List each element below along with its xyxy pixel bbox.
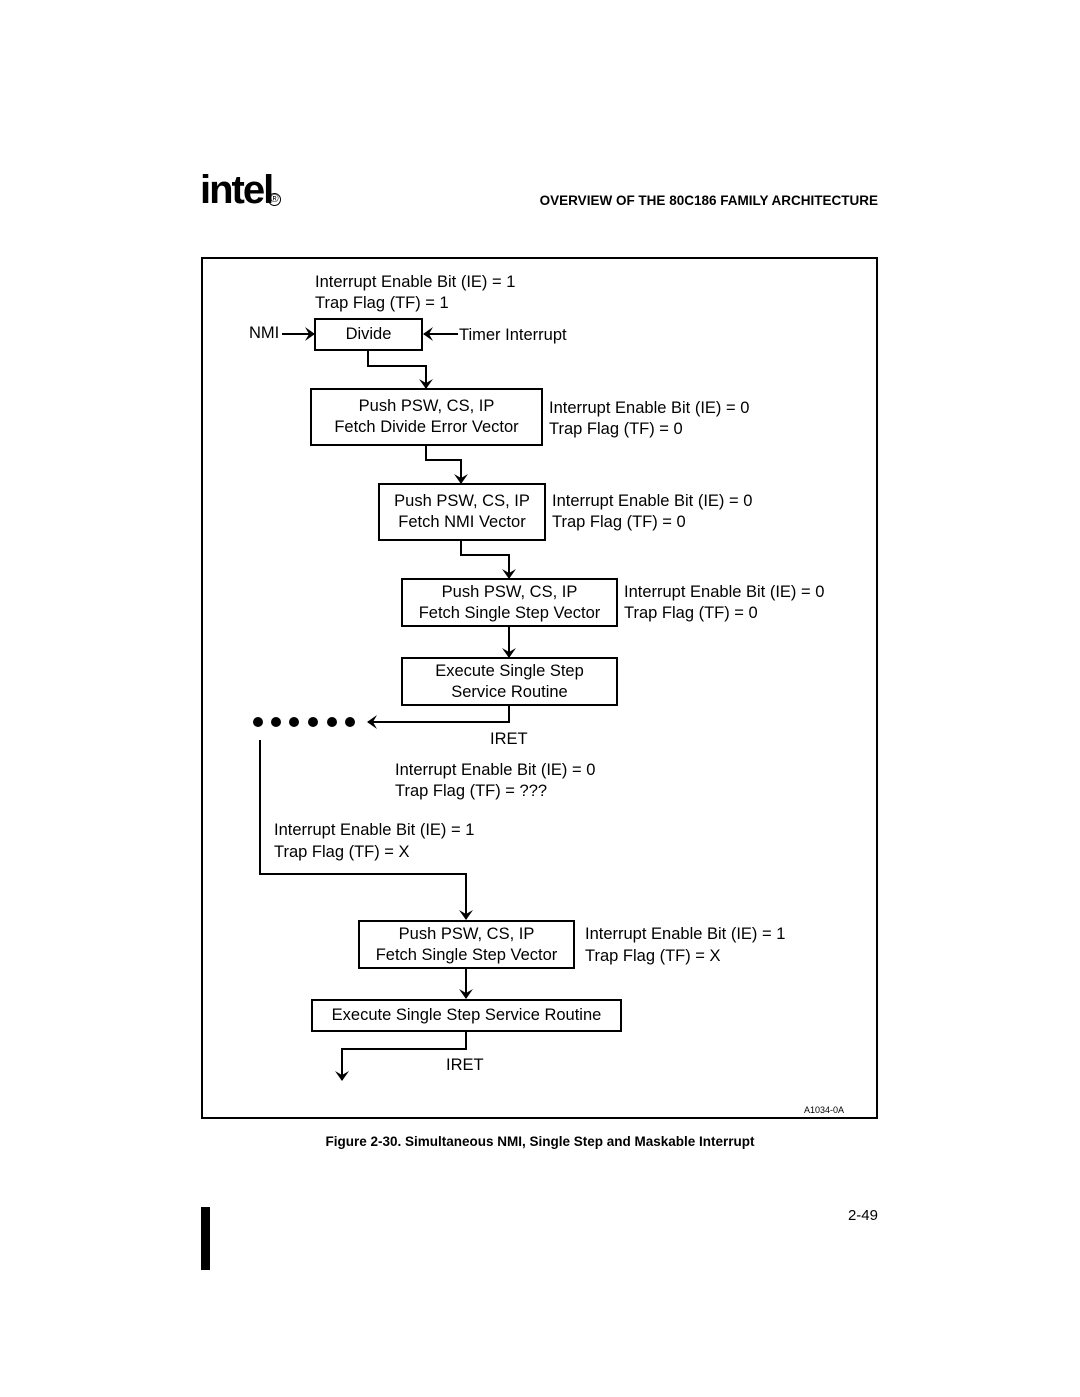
figure-id: A1034-0A [804,1105,845,1115]
box3-ie-label: Interrupt Enable Bit (IE) = 0 [624,583,825,601]
change-bar [201,1207,210,1270]
return-arrow [259,740,473,920]
iret2-label: IRET [446,1056,484,1074]
iret1-ie-label: Interrupt Enable Bit (IE) = 0 [395,761,596,779]
iret2-arrow [335,1031,467,1081]
fetch-divide-error-box: Push PSW, CS, IP Fetch Divide Error Vect… [310,388,543,446]
registered-mark: ® [268,193,281,206]
figure-frame [201,257,878,1119]
return-ie-label: Interrupt Enable Bit (IE) = 1 [274,821,475,839]
box1-to-box2-arrow [425,446,468,484]
box3-tf-label: Trap Flag (TF) = 0 [624,604,758,622]
box2-line1: Push PSW, CS, IP [394,492,530,510]
divide-box-label: Divide [345,325,392,343]
iret1-label: IRET [490,730,528,748]
box6-label: Execute Single Step Service Routine [331,1006,602,1024]
box5-line2: Fetch Single Step Vector [375,945,558,964]
divide-box: Divide [314,318,423,351]
nmi-label: NMI [249,324,280,342]
fetch-single-step-box: Push PSW, CS, IP Fetch Single Step Vecto… [401,578,618,627]
box2-line2: Fetch NMI Vector [398,513,526,531]
box5-line1: Push PSW, CS, IP [398,924,535,943]
box1-ie-label: Interrupt Enable Bit (IE) = 0 [549,399,750,417]
fetch-nmi-vector-box: Push PSW, CS, IP Fetch NMI Vector [378,483,546,541]
start-ie-label: Interrupt Enable Bit (IE) = 1 [315,273,516,291]
timer-interrupt-label: Timer Interrupt [459,326,567,344]
box1-tf-label: Trap Flag (TF) = 0 [549,420,683,438]
iret1-tf-label: Trap Flag (TF) = ??? [395,782,548,800]
execute-single-step-box: Execute Single Step Service Routine [401,657,618,706]
box3-line1: Push PSW, CS, IP [441,582,578,601]
box4-line1: Execute Single Step [435,661,584,680]
box3-line2: Fetch Single Step Vector [418,603,601,622]
return-tf-label: Trap Flag (TF) = X [274,843,410,861]
execute-single-step-box-2: Execute Single Step Service Routine [311,999,622,1032]
box4-line2: Service Routine [451,682,568,701]
box1-line1: Push PSW, CS, IP [358,397,495,415]
divide-to-box1-arrow [367,350,433,389]
box5-tf-label: Trap Flag (TF) = X [585,947,721,965]
box2-to-box3-arrow [460,541,516,579]
continuation-dots [253,717,355,727]
figure-caption: Figure 2-30. Simultaneous NMI, Single St… [325,1134,755,1149]
box2-ie-label: Interrupt Enable Bit (IE) = 0 [552,492,753,510]
box5-ie-label: Interrupt Enable Bit (IE) = 1 [585,925,786,943]
fetch-single-step-box-2: Push PSW, CS, IP Fetch Single Step Vecto… [358,920,575,969]
box1-line2: Fetch Divide Error Vector [334,418,519,436]
page-number: 2-49 [847,1207,878,1224]
iret1-arrow [367,706,510,729]
box2-tf-label: Trap Flag (TF) = 0 [552,513,686,531]
section-title: OVERVIEW OF THE 80C186 FAMILY ARCHITECTU… [539,193,878,208]
intel-logo: intel [200,168,274,212]
start-tf-label: Trap Flag (TF) = 1 [315,294,449,312]
